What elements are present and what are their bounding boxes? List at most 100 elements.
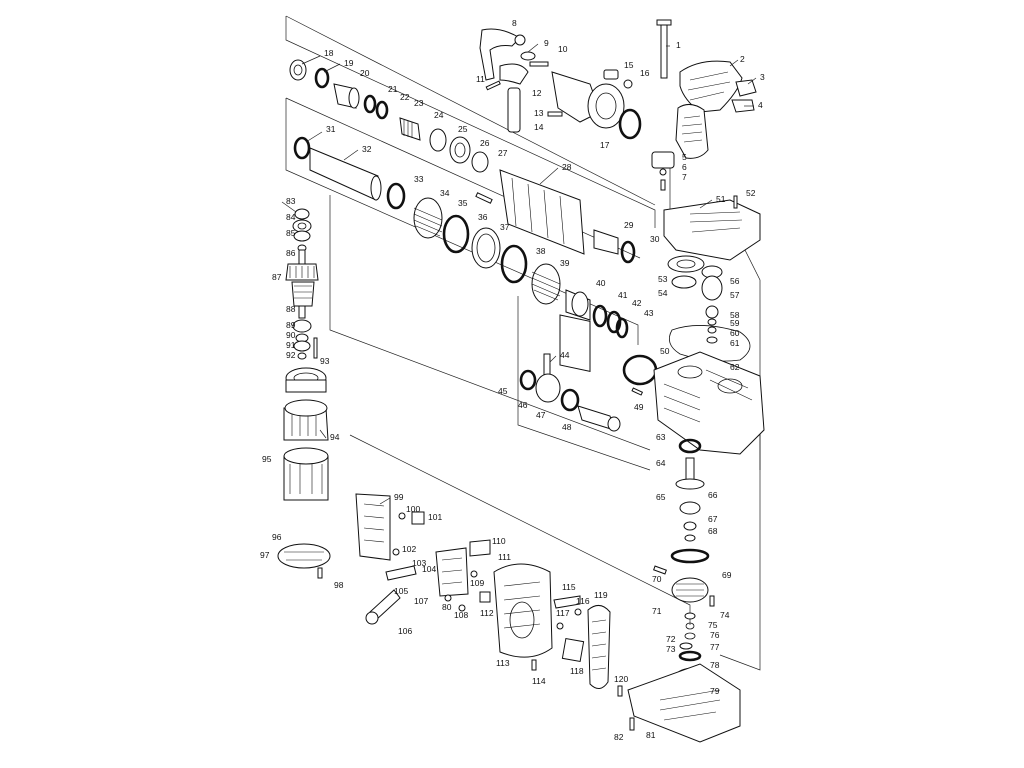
label-12: 12 (532, 88, 542, 98)
label-2: 2 (740, 54, 745, 64)
label-78: 78 (710, 660, 720, 670)
label-67: 67 (708, 514, 718, 524)
label-6: 6 (682, 162, 687, 172)
label-111: 111 (498, 552, 511, 562)
label-16: 16 (640, 68, 650, 78)
label-87: 87 (272, 272, 282, 282)
label-32: 32 (362, 144, 372, 154)
label-15: 15 (624, 60, 634, 70)
label-115: 115 (562, 582, 576, 592)
label-72: 72 (666, 634, 676, 644)
label-92: 92 (286, 350, 296, 360)
label-82: 82 (614, 732, 624, 742)
label-93: 93 (320, 356, 330, 366)
label-8: 8 (512, 18, 517, 28)
label-28: 28 (562, 162, 572, 172)
label-114: 114 (532, 676, 546, 686)
label-119: 119 (594, 590, 608, 600)
label-5: 5 (682, 152, 687, 162)
callout-labels: 1 2 3 4 5 6 7 8 9 10 11 12 13 14 15 16 1… (260, 18, 765, 742)
field-housing-group (277, 367, 331, 579)
side-handle-group (651, 19, 757, 191)
label-116: 116 (576, 596, 590, 606)
label-64: 64 (656, 458, 666, 468)
label-109: 109 (470, 578, 484, 588)
label-38: 38 (536, 246, 546, 256)
label-39: 39 (560, 258, 570, 268)
label-37: 37 (500, 222, 510, 232)
label-1: 1 (676, 40, 681, 50)
label-44: 44 (560, 350, 570, 360)
label-48: 48 (562, 422, 572, 432)
label-73: 73 (666, 644, 676, 654)
label-36: 36 (478, 212, 488, 222)
label-20: 20 (360, 68, 370, 78)
label-110: 110 (492, 536, 506, 546)
label-80: 80 (442, 602, 452, 612)
label-75: 75 (708, 620, 718, 630)
label-35: 35 (458, 198, 468, 208)
label-97: 97 (260, 550, 270, 560)
label-24: 24 (434, 110, 444, 120)
label-107: 107 (414, 596, 428, 606)
label-19: 19 (344, 58, 354, 68)
label-7: 7 (682, 172, 687, 182)
label-54: 54 (658, 288, 668, 298)
label-86: 86 (286, 248, 296, 258)
label-70: 70 (652, 574, 662, 584)
label-77: 77 (710, 642, 720, 652)
label-62: 62 (730, 362, 740, 372)
label-118: 118 (570, 666, 584, 676)
label-49: 49 (634, 402, 644, 412)
label-51: 51 (716, 194, 726, 204)
label-18: 18 (324, 48, 334, 58)
label-66: 66 (708, 490, 718, 500)
label-23: 23 (414, 98, 424, 108)
label-61: 61 (730, 338, 740, 348)
label-104: 104 (422, 564, 436, 574)
label-4: 4 (758, 100, 763, 110)
label-58: 58 (730, 310, 740, 320)
label-9: 9 (544, 38, 549, 48)
label-42: 42 (632, 298, 642, 308)
label-33: 33 (414, 174, 424, 184)
gear-housing-group (663, 195, 761, 362)
crank-housing (653, 351, 765, 455)
label-30: 30 (650, 234, 660, 244)
label-89: 89 (286, 320, 296, 330)
label-94: 94 (330, 432, 340, 442)
label-56: 56 (730, 276, 740, 286)
label-112: 112 (480, 608, 494, 618)
label-31: 31 (326, 124, 336, 134)
label-100: 100 (406, 504, 420, 514)
label-106: 106 (398, 626, 412, 636)
label-63: 63 (656, 432, 666, 442)
label-81: 81 (646, 730, 656, 740)
label-99: 99 (394, 492, 404, 502)
armature-group (285, 208, 319, 360)
label-60: 60 (730, 328, 740, 338)
label-85: 85 (286, 228, 296, 238)
assembly-boundary-lines (285, 15, 761, 671)
label-76: 76 (710, 630, 720, 640)
label-96: 96 (272, 532, 282, 542)
label-120: 120 (614, 674, 628, 684)
label-117: 117 (556, 608, 570, 618)
label-101: 101 (428, 512, 442, 522)
label-79: 79 (710, 686, 720, 696)
label-95: 95 (262, 454, 272, 464)
label-91: 91 (286, 340, 296, 350)
label-11: 11 (476, 74, 485, 84)
lock-lever-group (479, 28, 642, 140)
label-53: 53 (658, 274, 668, 284)
label-52: 52 (746, 188, 756, 198)
label-41: 41 (618, 290, 628, 300)
label-103: 103 (412, 558, 426, 568)
switch-group (355, 493, 585, 671)
label-3: 3 (760, 72, 765, 82)
barrel-group (289, 59, 636, 373)
label-65: 65 (656, 492, 666, 502)
label-83: 83 (286, 196, 296, 206)
label-88: 88 (286, 304, 296, 314)
